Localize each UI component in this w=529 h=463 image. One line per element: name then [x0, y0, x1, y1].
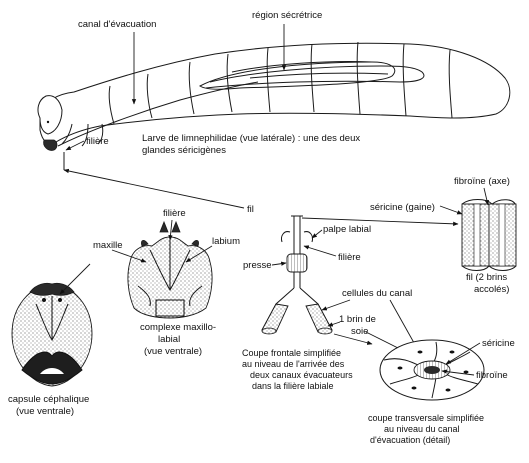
- transverse-section-drawing: [379, 339, 485, 401]
- arrow-sericine: [445, 342, 481, 365]
- arrow-labium: [185, 245, 213, 263]
- coupe-frontale-line4: dans la filière labiale: [252, 381, 334, 391]
- capsule-caption-line2: (vue ventrale): [16, 406, 74, 417]
- label-cellules-canal: cellules du canal: [342, 288, 412, 299]
- label-fil-brins-line2: accolés): [474, 284, 509, 295]
- label-fil-brins-line1: fil (2 brins: [466, 272, 507, 283]
- capsule-caption-line1: capsule céphalique: [8, 394, 89, 405]
- label-filiere-larva: filière: [86, 136, 109, 147]
- arrow-cellules-canal: [321, 299, 351, 311]
- arrow-filiere-larva: [65, 140, 85, 151]
- label-presse: presse: [243, 260, 272, 271]
- complexe-caption-line1: complexe maxillo-: [140, 322, 216, 333]
- maxillo-labial-complex: [127, 220, 213, 319]
- label-canal-evacuation: canal d'évacuation: [78, 19, 156, 30]
- label-fibroine: fibroïne: [476, 370, 508, 381]
- coupe-trans-line1: coupe transversale simplifiée: [368, 413, 484, 423]
- label-brin-soie-line1: 1 brin de: [339, 314, 376, 325]
- arrow-brin-soie: [327, 321, 341, 327]
- arrow-fibroine: [441, 369, 475, 376]
- label-sericine: séricine: [482, 338, 515, 349]
- frontal-section-drawing: [261, 215, 333, 335]
- head-capsule-drawing: [11, 282, 93, 387]
- thread-detail: [461, 199, 517, 271]
- label-filiere-mouth: filière: [163, 208, 186, 219]
- arrow-to-thread: [301, 217, 459, 226]
- coupe-trans-line2: au niveau du canal: [384, 424, 460, 434]
- label-filiere-section: filière: [338, 252, 361, 263]
- arrow-maxille-capsule: [59, 263, 91, 295]
- label-sericine-gaine: séricine (gaine): [370, 202, 435, 213]
- label-brin-soie-line2: soie: [351, 326, 368, 337]
- coupe-trans-line3: d'évacuation (détail): [370, 435, 450, 445]
- arrow-filiere-section: [303, 245, 337, 257]
- arrow-frontal-to-transverse: [333, 333, 373, 345]
- complexe-caption-line2: labial: [158, 334, 180, 345]
- larva-caption-line1: Larve de limnephilidae (vue latérale) : …: [142, 133, 360, 144]
- label-maxille: maxille: [93, 240, 123, 251]
- arrow-filiere-mouth: [168, 219, 173, 241]
- larva-caption-line2: glandes séricigènes: [142, 145, 226, 156]
- arrow-maxille: [111, 249, 147, 263]
- arrow-fibroine-axe: [483, 187, 489, 206]
- arrow-palpe-labial: [311, 229, 323, 239]
- arrow-sericine-gaine: [439, 205, 463, 215]
- label-palpe-labial: palpe labial: [323, 224, 371, 235]
- arrow-fil: [63, 168, 245, 209]
- label-region-secretrice: région sécrétrice: [252, 10, 322, 21]
- arrow-presse: [271, 261, 287, 266]
- coupe-frontale-line2: au niveau de l'arrivée des: [242, 359, 345, 369]
- larva-drawing: [37, 41, 511, 151]
- label-labium: labium: [212, 236, 240, 247]
- label-fibroine-axe: fibroïne (axe): [454, 176, 510, 187]
- coupe-frontale-line1: Coupe frontale simplifiée: [242, 348, 341, 358]
- complexe-caption-line3: (vue ventrale): [144, 346, 202, 357]
- label-fil: fil: [247, 204, 254, 215]
- coupe-frontale-line3: deux canaux évacuateurs: [250, 370, 353, 380]
